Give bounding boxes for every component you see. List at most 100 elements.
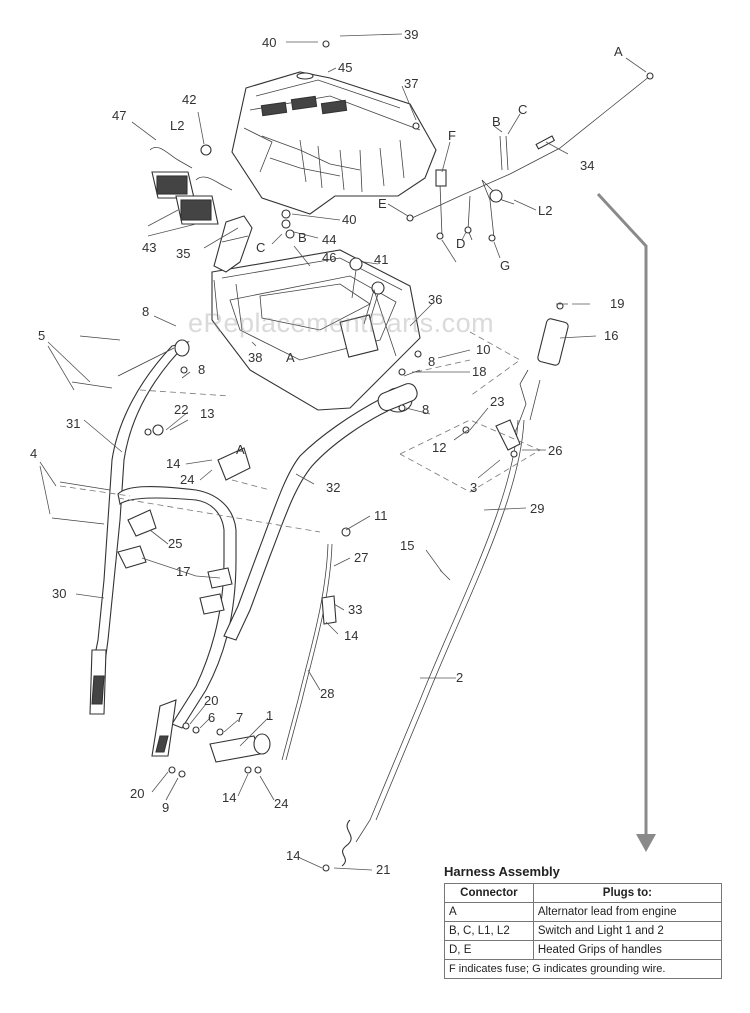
lever-parts [117,447,337,763]
legend-header-plugs: Plugs to: [532,883,723,903]
legend-row: D, E Heated Grips of handles [444,940,723,960]
callout-3: 3 [470,480,477,495]
callout-8b: 8 [198,362,205,377]
callout-35: 35 [176,246,190,261]
callout-45: 45 [338,60,352,75]
callout-44: 44 [322,232,336,247]
legend-row: A Alternator lead from engine [444,902,723,922]
callout-29: 29 [530,501,544,516]
callout-f: F [448,128,456,143]
callout-30: 30 [52,586,66,601]
callout-20a: 20 [204,693,218,708]
callout-a-panel: A [286,350,295,365]
callout-c-harness: C [518,102,527,117]
legend-title: Harness Assembly [444,864,560,879]
callout-43: 43 [142,240,156,255]
callout-1: 1 [266,708,273,723]
callout-14c: 14 [222,790,236,805]
headlights [149,144,233,225]
callout-32: 32 [326,480,340,495]
callout-16: 16 [604,328,618,343]
callout-11: 11 [374,508,388,523]
legend-row: B, C, L1, L2 Switch and Light 1 and 2 [444,921,723,941]
callout-2: 2 [456,670,463,685]
callout-a-mid: A [236,442,245,457]
legend-header-connector: Connector [444,883,534,903]
callout-8a: 8 [142,304,149,319]
callout-b-panel: B [298,230,307,245]
legend-connector: B, C, L1, L2 [444,921,534,941]
legend-header-row: Connector Plugs to: [444,883,723,903]
callout-6: 6 [208,710,215,725]
callout-4: 4 [30,446,37,461]
legend-plugs-to: Heated Grips of handles [532,940,723,960]
dash-panel [231,71,437,215]
callout-23: 23 [490,394,504,409]
callout-8d: 8 [422,402,429,417]
callout-14b: 14 [344,628,358,643]
callout-10: 10 [476,342,490,357]
legend-plugs-to: Switch and Light 1 and 2 [532,921,723,941]
callout-21: 21 [376,862,390,877]
leader-lines [39,33,647,871]
callouts: 40 39 45 37 42 47 L2 A B C F 34 E L2 D G… [30,27,624,877]
callout-37: 37 [404,76,418,91]
wiring-harness [406,72,654,242]
callout-14a: 14 [166,456,180,471]
callout-46: 46 [322,250,336,265]
harness-arrow [596,192,656,852]
legend-note-row: F indicates fuse; G indicates grounding … [444,959,722,979]
callout-40b: 40 [342,212,356,227]
callout-34: 34 [580,158,594,173]
callout-e: E [378,196,387,211]
callout-26: 26 [548,443,562,458]
callout-13: 13 [200,406,214,421]
legend-table: Connector Plugs to: A Alternator lead fr… [444,883,723,979]
callout-38: 38 [248,350,262,365]
callout-l1-harness: L2 [538,203,552,218]
callout-17: 17 [176,564,190,579]
callout-33: 33 [348,602,362,617]
callout-47: 47 [112,108,126,123]
legend-plugs-to: Alternator lead from engine [532,902,723,922]
callout-b-harness: B [492,114,501,129]
callout-31: 31 [66,416,80,431]
callout-g: G [500,258,510,273]
callout-42: 42 [182,92,196,107]
legend-connector: D, E [444,940,534,960]
fasteners [51,40,564,872]
callout-36: 36 [428,292,442,307]
callout-24a: 24 [180,472,194,487]
callout-a-harness: A [614,44,623,59]
callout-7: 7 [236,710,243,725]
callout-d: D [456,236,465,251]
console-panel [211,249,421,411]
callout-8c: 8 [428,354,435,369]
handle-right [223,383,418,641]
callout-22: 22 [174,402,188,417]
harness-legend: Harness Assembly Connector Plugs to: A A… [444,864,724,979]
callout-14d: 14 [286,848,300,863]
callout-c-panel: C [256,240,265,255]
handle-left [89,339,190,715]
watermark: eReplacementParts.com [188,308,495,338]
callout-28: 28 [320,686,334,701]
callout-40a: 40 [262,35,276,50]
callout-25: 25 [168,536,182,551]
callout-39: 39 [404,27,418,42]
callout-20b: 20 [130,786,144,801]
callout-9: 9 [162,800,169,815]
callout-15: 15 [400,538,414,553]
callout-5: 5 [38,328,45,343]
callout-12: 12 [432,440,446,455]
callout-24b: 24 [274,796,288,811]
callout-l1-light: L2 [170,118,184,133]
legend-connector: A [444,902,534,922]
callout-27: 27 [354,550,368,565]
callout-19: 19 [610,296,624,311]
callout-41: 41 [374,252,388,267]
legend-note: F indicates fuse; G indicates grounding … [444,959,722,979]
callout-18: 18 [472,364,486,379]
support-bracket [213,215,253,273]
